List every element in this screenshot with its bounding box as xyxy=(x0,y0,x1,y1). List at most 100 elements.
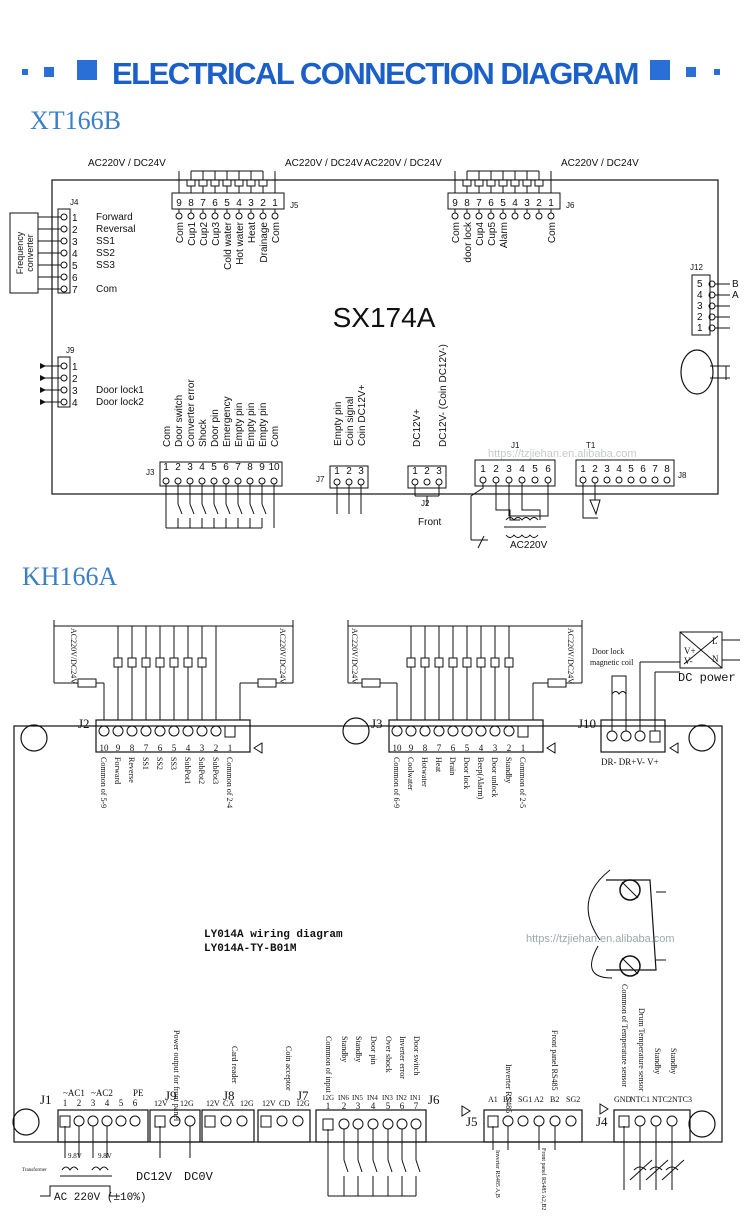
j9-label-1: Door lock1 xyxy=(96,385,144,396)
j7-pin-number: 2 xyxy=(346,466,352,477)
kh-j5-name: J5 xyxy=(466,1114,478,1129)
mount-screw-icon xyxy=(619,955,641,977)
relay-contact xyxy=(504,657,514,668)
bullet-icon xyxy=(650,60,670,80)
kh-j2-pin-label: Forward xyxy=(113,757,122,784)
kh-j2-pin xyxy=(140,725,152,737)
kh-j9-pin-12g: 12G xyxy=(180,1099,194,1108)
kh-j6-pin xyxy=(382,1118,394,1130)
j1-pin-number: 6 xyxy=(545,464,551,475)
kh-j3-pin-label: Drain xyxy=(448,757,457,775)
kh-j8-pin xyxy=(236,1115,248,1127)
j6-pin xyxy=(511,212,519,220)
j3-pin-number: 6 xyxy=(223,462,229,473)
kh-j7-label: Coin acceptor xyxy=(284,1046,293,1091)
kh-j3-pin xyxy=(503,725,515,737)
j2-pin-number: 1 xyxy=(412,466,418,477)
relay-contact xyxy=(222,179,232,187)
j1-wire xyxy=(508,483,549,517)
ac-input-wire xyxy=(40,1185,120,1197)
connector-kh-j2 xyxy=(95,719,251,753)
bullet-icon xyxy=(686,67,696,77)
wire xyxy=(661,1159,685,1181)
kh-j6-pin xyxy=(338,1118,350,1130)
j7-pin xyxy=(357,478,365,486)
switch-contact xyxy=(401,1159,407,1173)
kh-j4-pin-ntc1: NTC1 xyxy=(630,1095,650,1104)
kh-j6-pin-name: IN2 xyxy=(396,1094,407,1102)
kh-j4-pin-ntc2: NTC2 xyxy=(652,1095,672,1104)
kh-j3-pin-number: 6 xyxy=(451,743,456,753)
kh-j9-label: Power output for front panel xyxy=(172,1030,181,1122)
kh-j3-ac-left: AC220V/DC24V xyxy=(350,628,359,684)
j12-pin-number: 2 xyxy=(697,312,703,323)
wire xyxy=(621,957,639,975)
relay-contact xyxy=(448,657,458,668)
j4-pin-number: 7 xyxy=(72,285,78,296)
kh-j2-pin-number: 9 xyxy=(116,743,121,753)
j9-pin-number: 4 xyxy=(72,398,78,409)
j5-pin-number: 4 xyxy=(236,198,242,209)
kh-j9-pin xyxy=(169,1115,181,1127)
j12-label-b: B xyxy=(732,279,739,290)
arrow-icon xyxy=(40,387,46,393)
j8-pin xyxy=(627,476,635,484)
kh-j1-pin xyxy=(59,1115,71,1128)
relay-contact xyxy=(474,179,484,187)
relay-contact xyxy=(186,179,196,187)
j7-pin xyxy=(333,478,341,486)
kh-j5-pin xyxy=(533,1115,545,1127)
j5-pin-label: Cold water xyxy=(223,221,234,269)
j3-pin-label: Empty pin xyxy=(246,403,257,447)
kh-j2-pin xyxy=(168,725,180,737)
pin1-marker-icon xyxy=(546,742,556,754)
kh-j3-pin-label: Beep(Alarm) xyxy=(476,757,485,800)
wire xyxy=(645,1159,669,1181)
kh-j7-pin xyxy=(292,1115,304,1127)
relay-contact xyxy=(486,179,496,187)
j3-name: J3 xyxy=(146,468,155,477)
mount-hole xyxy=(20,724,48,752)
transformer-coil xyxy=(505,517,539,521)
kh-j3-pin xyxy=(475,725,487,737)
j4-pin-label: SS2 xyxy=(96,248,115,259)
j4-pin xyxy=(60,285,68,293)
j6-pin-number: 3 xyxy=(524,198,530,209)
relay-contact xyxy=(534,179,544,187)
connector-j9 xyxy=(57,356,71,408)
fuse-icon xyxy=(257,678,277,688)
j5-pin-number: 8 xyxy=(188,198,194,209)
dc-pin-n: N xyxy=(712,654,719,664)
kh-j6-pin-label: Standby xyxy=(340,1036,349,1062)
kh-j9-pin xyxy=(184,1115,196,1127)
kh-j3-pin-label: Heat xyxy=(434,757,443,773)
thermistor-icon xyxy=(633,1166,679,1171)
kh-j5-label-1: Inverter RS485 xyxy=(504,1064,513,1113)
mount-hole xyxy=(342,717,370,745)
kh-j5-pin-name: A2 xyxy=(534,1095,544,1104)
t1-wire xyxy=(582,483,598,519)
transformer-coil xyxy=(505,534,539,538)
kh-j1-pin-number: 3 xyxy=(91,1098,96,1108)
fuse-icon xyxy=(77,678,97,688)
coil-label-2: magnetic coil xyxy=(590,658,634,667)
kh-j1-head-ac2: ~AC2 xyxy=(91,1088,113,1098)
j3-pin xyxy=(162,477,170,485)
kh-j5-pin xyxy=(549,1115,561,1127)
j5-pin-number: 1 xyxy=(272,198,278,209)
kh-j3-pin-number: 4 xyxy=(479,743,484,753)
kh-j3-pin-label: Door unlock xyxy=(490,757,499,797)
kh-j6-pin-label: Door switch xyxy=(412,1036,421,1075)
kh-j2-pin-number: 4 xyxy=(186,743,191,753)
kh-j1-pin xyxy=(115,1115,127,1127)
kh-j2-pin-number: 6 xyxy=(158,743,163,753)
j3-pin-number: 7 xyxy=(235,462,241,473)
j3-pin xyxy=(198,477,206,485)
switch-contact xyxy=(189,503,195,515)
j1-wire xyxy=(495,483,520,521)
kh-j2-pin-number: 7 xyxy=(144,743,149,753)
j6-ac-label-right: AC220V / DC24V xyxy=(561,158,639,169)
connector-kh-j3 xyxy=(388,719,544,753)
kh-j3-pin-number: 5 xyxy=(465,743,470,753)
j3-pin xyxy=(270,477,278,485)
